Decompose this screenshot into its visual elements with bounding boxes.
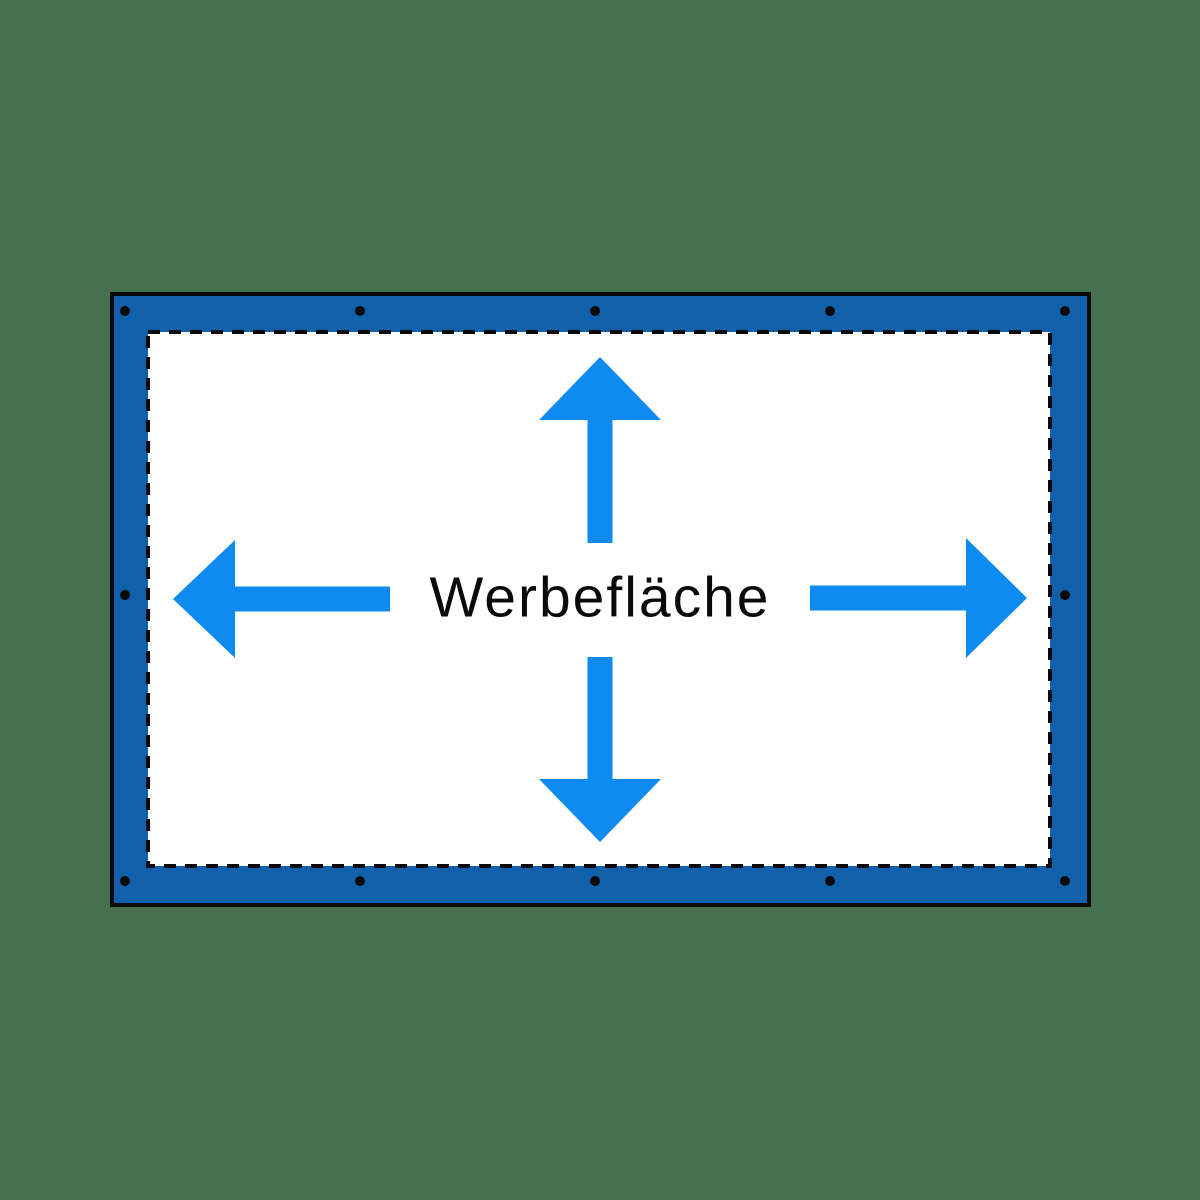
arrow-right-icon [810, 538, 1027, 658]
arrow-down-icon [539, 657, 661, 842]
arrow-up-icon [539, 357, 661, 543]
grommet [355, 876, 365, 886]
banner-label: Werbefläche [429, 565, 771, 630]
banner-artwork [146, 330, 1052, 868]
grommet [120, 590, 130, 600]
grommet [1060, 590, 1070, 600]
grommet [590, 306, 600, 316]
grommet [590, 876, 600, 886]
grommet [355, 306, 365, 316]
advertising-banner: Werbefläche [110, 292, 1091, 907]
grommet [1060, 306, 1070, 316]
grommet [120, 876, 130, 886]
arrow-left-icon [173, 540, 390, 658]
grommet [120, 306, 130, 316]
grommet [1060, 876, 1070, 886]
grommet [825, 306, 835, 316]
grommet [825, 876, 835, 886]
